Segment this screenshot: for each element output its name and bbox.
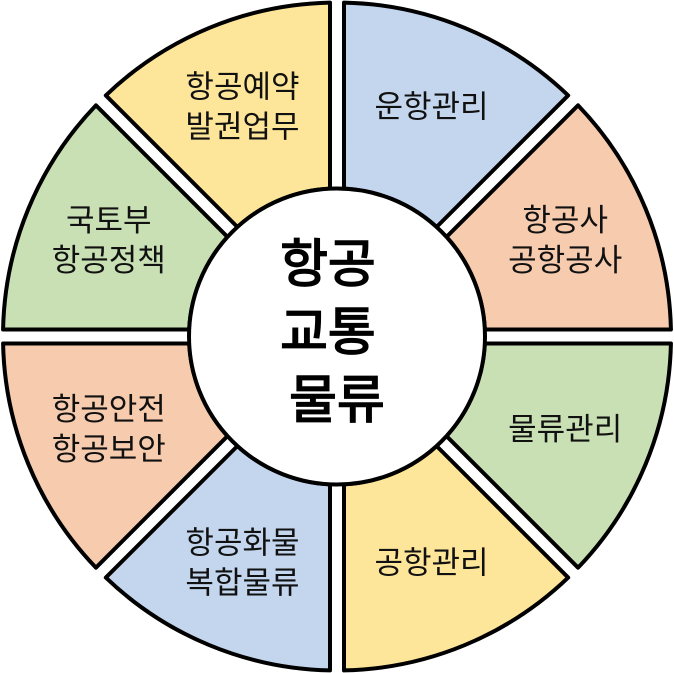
- segment-label-line: 항공사: [522, 202, 608, 238]
- segment-label-line: 항공보안: [52, 432, 166, 468]
- segment-label-line: 물류관리: [508, 412, 622, 448]
- segment-label-logistics: 물류관리: [508, 412, 622, 448]
- segment-label-line: 운항관리: [374, 89, 488, 125]
- segment-label-line: 항공화물: [185, 525, 299, 561]
- center-title: 항공 교통 물류: [280, 235, 394, 431]
- segment-label-line: 복합물류: [185, 565, 299, 601]
- segment-label-airport-management: 공항관리: [374, 545, 488, 581]
- segment-label-line: 공항공사: [508, 242, 622, 278]
- segment-label-line: 국토부: [66, 202, 152, 238]
- segment-label-line: 공항관리: [374, 545, 488, 581]
- segment-label-line: 항공정책: [52, 242, 166, 278]
- segment-label-operations: 운항관리: [374, 89, 488, 125]
- segment-label-line: 항공안전: [52, 392, 166, 428]
- segment-label-line: 항공예약: [185, 69, 299, 105]
- center-line-1: 항공: [280, 235, 376, 295]
- center-line-3: 물류: [289, 371, 385, 431]
- segment-label-line: 발권업무: [185, 109, 299, 145]
- center-hub: [187, 186, 487, 487]
- center-line-2: 교통: [280, 303, 376, 363]
